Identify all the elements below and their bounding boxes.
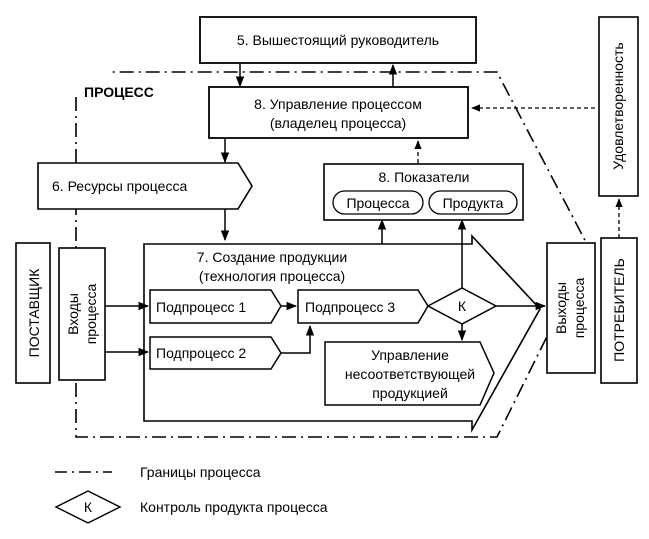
nonconforming-line3: продукцией — [372, 385, 448, 401]
top-manager-box — [199, 16, 477, 64]
consumer-box — [600, 237, 638, 384]
outputs-line2: процесса — [571, 277, 587, 338]
resources-shape — [37, 162, 253, 210]
creation-line2: (технология процесса) — [199, 268, 345, 284]
management-box — [208, 86, 469, 139]
outputs-line1: Выходы — [553, 282, 569, 334]
legend-control-symbol: К — [84, 499, 93, 515]
legend-boundary-label: Границы процесса — [140, 464, 261, 480]
supplier-label: ПОСТАВЩИК — [26, 268, 42, 358]
legend-control-label: Контроль продукта процесса — [140, 499, 328, 515]
nonconforming-line2: несоответствующей — [345, 366, 475, 382]
management-line1: 8. Управление процессом — [254, 96, 422, 112]
process-boundary — [75, 71, 591, 438]
nonconforming-line1: Управление — [371, 347, 449, 363]
subprocess2-label: Подпроцесс 2 — [156, 345, 246, 361]
satisfaction-label: Удовлетворенность — [610, 42, 626, 169]
subprocess2-shape — [149, 336, 282, 370]
subprocess1-label: Подпроцесс 1 — [156, 299, 246, 315]
nonconforming-shape — [324, 341, 495, 406]
control-diamond-label: К — [458, 298, 467, 314]
indicator-product-pill — [428, 190, 518, 215]
top-manager-label: 5. Вышестоящий руководитель — [237, 32, 439, 48]
management-line2: (владелец процесса) — [270, 115, 406, 131]
indicator-process-label: Процесса — [346, 195, 409, 211]
subprocess1-shape — [149, 289, 282, 324]
inputs-line2: процесса — [83, 283, 99, 344]
legend-control-diamond — [54, 490, 122, 524]
supplier-box — [15, 242, 51, 384]
subprocess3-shape — [297, 289, 429, 324]
indicators-title: 8. Показатели — [379, 169, 470, 185]
satisfaction-box — [598, 16, 639, 197]
indicator-product-label: Продукта — [443, 195, 504, 211]
inputs-box — [58, 247, 106, 381]
outputs-box — [546, 242, 596, 374]
indicator-process-pill — [332, 190, 424, 215]
arrow-subprocess2-to-subprocess3 — [281, 324, 315, 354]
consumer-label: ПОТРЕБИТЕЛЬ — [611, 258, 627, 362]
resources-label: 6. Ресурсы процесса — [52, 178, 187, 194]
creation-line1: 7. Создание продукции — [197, 249, 347, 265]
subprocess3-label: Подпроцесс 3 — [305, 299, 395, 315]
process-label: ПРОЦЕСС — [84, 84, 154, 100]
inputs-line1: Входы — [65, 293, 81, 335]
